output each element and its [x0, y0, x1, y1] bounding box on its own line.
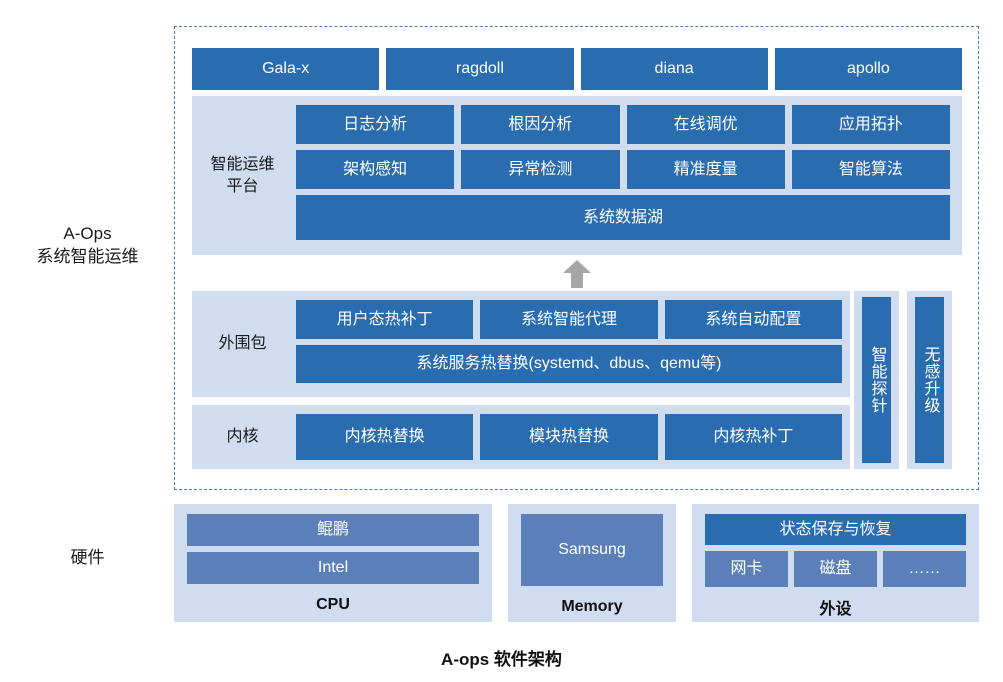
peripheral-package-panel: 外围包 用户态热补丁 系统智能代理 系统自动配置 系统服务热替换(systemd…: [192, 291, 850, 397]
platform-grid-row-2: 架构感知 异常检测 精准度量 智能算法: [296, 150, 950, 189]
platform-box-architecture-awareness[interactable]: 架构感知: [296, 150, 455, 189]
hardware-title-peripherals: 外设: [819, 601, 852, 619]
hardware-box-disk[interactable]: 磁盘: [794, 551, 877, 587]
platform-panel: 智能运维 平台 日志分析 根因分析 在线调优 应用拓扑 架构感知 异常检测 精准…: [192, 96, 962, 255]
hardware-box-state-save-restore[interactable]: 状态保存与恢复: [705, 514, 966, 546]
aops-section-label-line2: 系统智能运维: [36, 247, 139, 266]
application-row: Gala-x ragdoll diana apollo: [192, 48, 962, 90]
vertical-box-intelligent-probe[interactable]: 智能探针: [862, 297, 891, 463]
platform-box-app-topology[interactable]: 应用拓扑: [791, 105, 950, 144]
kernel-panel-body: 内核热替换 模块热替换 内核热补丁: [293, 405, 850, 469]
app-box-gala-x[interactable]: Gala-x: [192, 48, 380, 90]
platform-panel-label-line1: 智能运维: [210, 155, 275, 173]
vertical-column-seamless-upgrade: 无感升级: [907, 291, 952, 469]
peripheral-box-system-auto-config[interactable]: 系统自动配置: [664, 300, 842, 339]
hardware-box-kunpeng[interactable]: 鲲鹏: [187, 514, 479, 546]
platform-box-root-cause-analysis[interactable]: 根因分析: [461, 105, 620, 144]
vertical-column-intelligent-probe: 智能探针: [854, 291, 899, 469]
diagram-caption: A-ops 软件架构: [441, 650, 562, 669]
hardware-panel-peripherals: 状态保存与恢复 网卡 磁盘 …… 外设: [692, 504, 979, 622]
platform-panel-label: 智能运维 平台: [192, 96, 293, 255]
kernel-panel: 内核 内核热替换 模块热替换 内核热补丁: [192, 405, 850, 469]
hardware-peripheral-devices: 网卡 磁盘 ……: [705, 551, 966, 587]
hardware-box-more[interactable]: ……: [883, 551, 966, 587]
hardware-row: 鲲鹏 Intel CPU Samsung Memory 状态保存与恢复 网卡 磁…: [174, 504, 979, 622]
hardware-panel-cpu: 鲲鹏 Intel CPU: [174, 504, 492, 622]
app-box-diana[interactable]: diana: [580, 48, 768, 90]
app-box-ragdoll[interactable]: ragdoll: [386, 48, 574, 90]
peripheral-box-service-hot-replace[interactable]: 系统服务热替换(systemd、dbus、qemu等): [296, 345, 842, 383]
app-box-apollo[interactable]: apollo: [774, 48, 962, 90]
os-layer-main: 外围包 用户态热补丁 系统智能代理 系统自动配置 系统服务热替换(systemd…: [192, 291, 850, 469]
hardware-title-memory: Memory: [561, 598, 623, 615]
peripheral-package-body: 用户态热补丁 系统智能代理 系统自动配置 系统服务热替换(systemd、dbu…: [293, 291, 850, 397]
platform-capability-grid: 日志分析 根因分析 在线调优 应用拓扑 架构感知 异常检测 精准度量 智能算法 …: [293, 96, 962, 255]
peripheral-row-1: 用户态热补丁 系统智能代理 系统自动配置: [296, 300, 842, 339]
hardware-box-samsung[interactable]: Samsung: [521, 514, 663, 586]
hardware-box-intel[interactable]: Intel: [187, 552, 479, 584]
os-layer-group: 外围包 用户态热补丁 系统智能代理 系统自动配置 系统服务热替换(systemd…: [192, 291, 962, 469]
hardware-section-label: 硬件: [70, 547, 105, 567]
peripheral-box-user-mode-hotpatch[interactable]: 用户态热补丁: [296, 300, 474, 339]
vertical-feature-columns: 智能探针 无感升级: [850, 291, 962, 469]
platform-box-online-tuning[interactable]: 在线调优: [626, 105, 785, 144]
vertical-box-seamless-upgrade[interactable]: 无感升级: [915, 297, 944, 463]
kernel-box-kernel-hotpatch[interactable]: 内核热补丁: [664, 414, 842, 460]
platform-box-precise-measurement[interactable]: 精准度量: [626, 150, 785, 189]
hardware-box-nic[interactable]: 网卡: [705, 551, 788, 587]
hardware-panel-memory: Samsung Memory: [508, 504, 676, 622]
hardware-title-cpu: CPU: [316, 596, 350, 613]
platform-box-intelligent-algorithm[interactable]: 智能算法: [791, 150, 950, 189]
platform-box-log-analysis[interactable]: 日志分析: [296, 105, 455, 144]
up-arrow-icon: [561, 259, 593, 289]
aops-section-label: A-Ops 系统智能运维: [10, 216, 165, 276]
platform-box-anomaly-detection[interactable]: 异常检测: [461, 150, 620, 189]
aops-section-label-line1: A-Ops: [63, 224, 112, 244]
kernel-box-kernel-hot-replace[interactable]: 内核热替换: [296, 414, 474, 460]
aops-region-boundary: [174, 26, 979, 490]
peripheral-package-label: 外围包: [218, 335, 267, 353]
peripheral-box-system-intelligent-agent[interactable]: 系统智能代理: [480, 300, 658, 339]
kernel-box-module-hot-replace[interactable]: 模块热替换: [480, 414, 658, 460]
platform-box-system-data-lake[interactable]: 系统数据湖: [296, 195, 950, 240]
kernel-panel-label: 内核: [226, 428, 259, 446]
platform-panel-label-line2: 平台: [226, 177, 259, 195]
platform-grid-row-1: 日志分析 根因分析 在线调优 应用拓扑: [296, 105, 950, 144]
